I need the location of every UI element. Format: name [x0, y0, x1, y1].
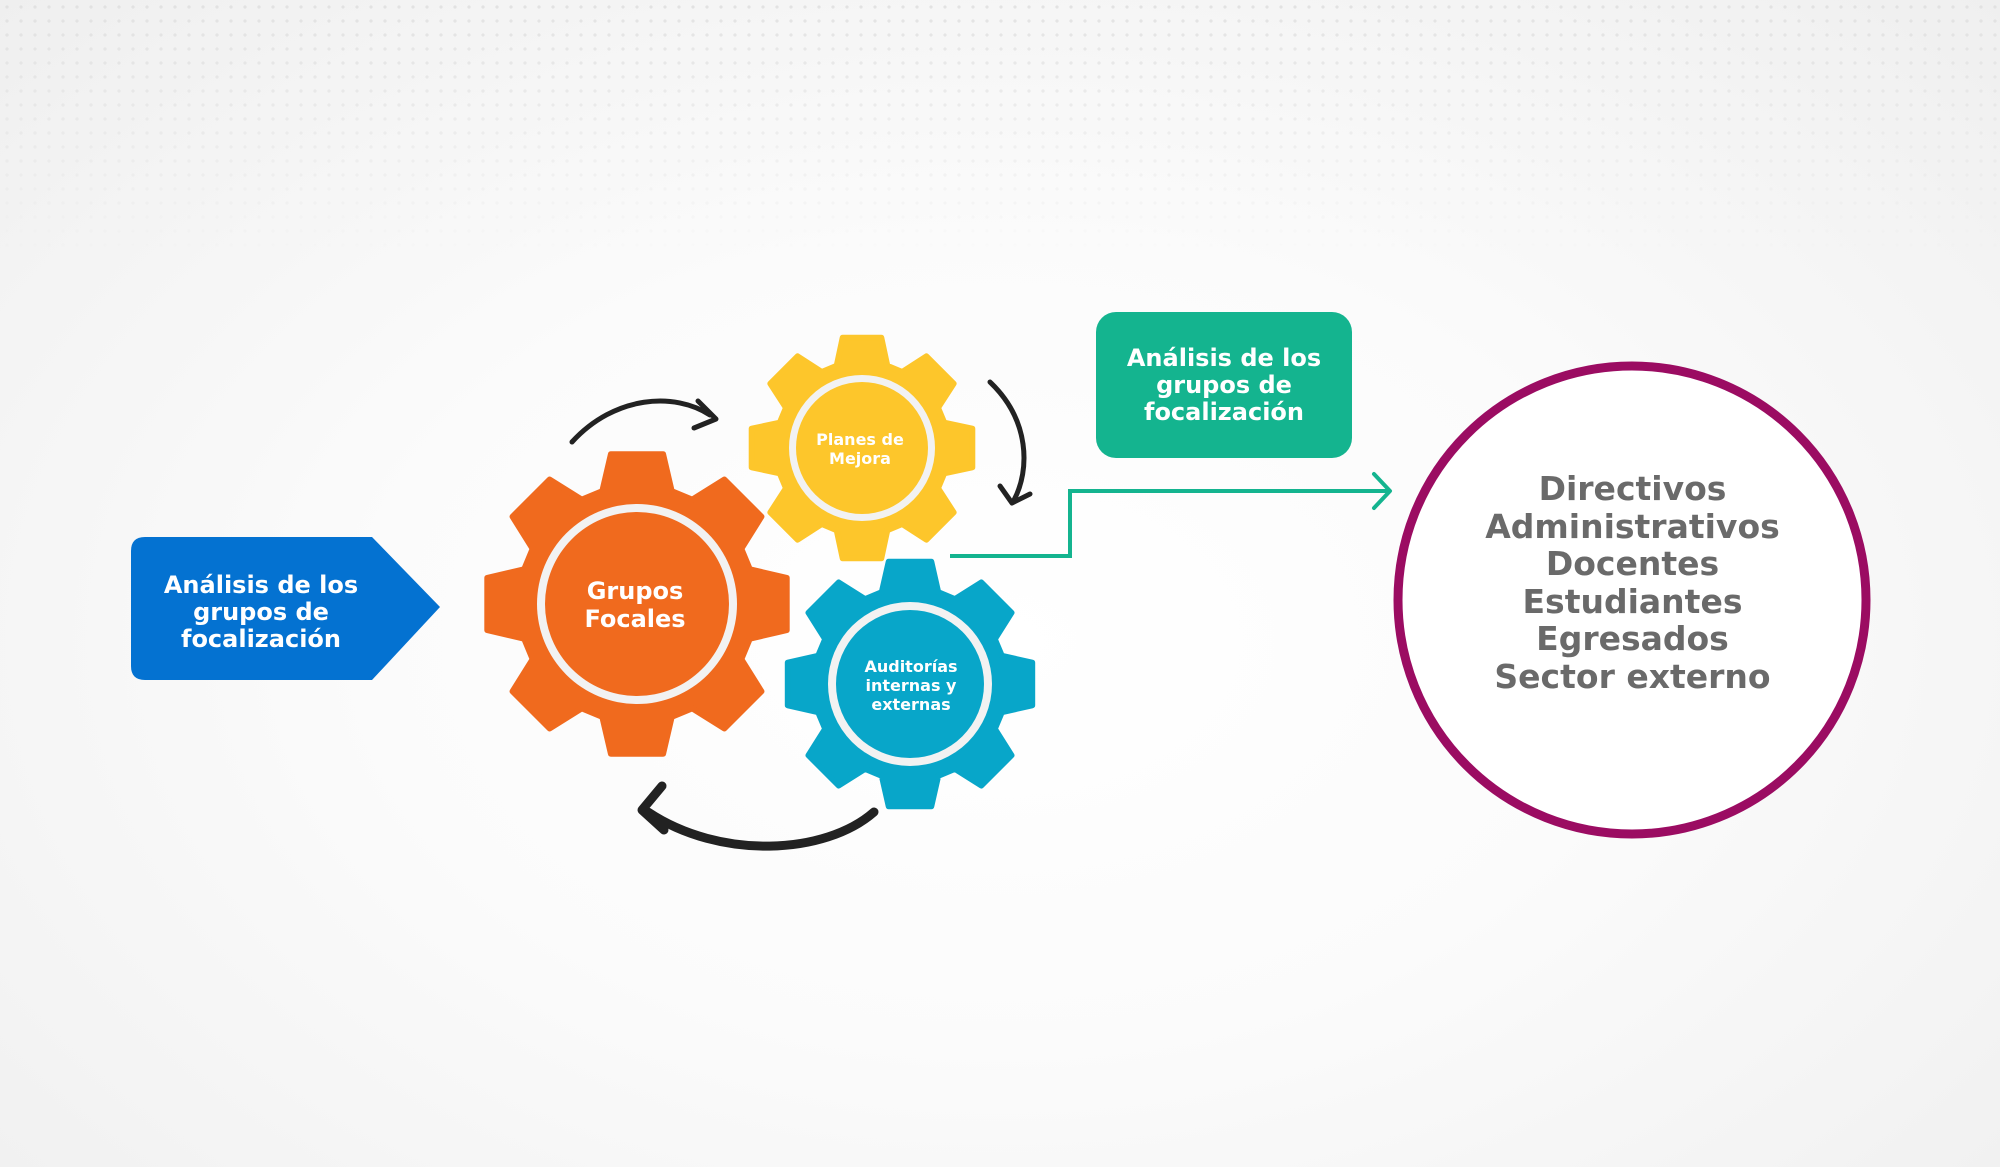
gear-main-label: Grupos Focales — [584, 577, 686, 633]
target-groups-list: Directivos Administrativos Docentes Estu… — [1400, 470, 1865, 740]
gear-top-label: Planes de Mejora — [816, 430, 904, 468]
gear-planes-de-mejora — [748, 334, 976, 562]
cycle-arrow-bottom-head — [637, 781, 669, 835]
dot-pattern-background — [0, 0, 2000, 260]
green-callout-label: Análisis de los grupos de focalización — [1126, 343, 1322, 426]
gear-center — [836, 610, 984, 758]
cycle-arrow-top-left-head — [691, 398, 719, 431]
target-group-item: Docentes — [1545, 544, 1720, 583]
target-groups-circle — [1393, 361, 1871, 839]
connector-arrowhead — [1372, 472, 1392, 510]
gear-center — [545, 512, 729, 696]
blue-callout-box — [131, 537, 440, 680]
target-group-item: Directivos — [1538, 469, 1727, 508]
target-group-item: Estudiantes — [1522, 581, 1743, 621]
gear-center — [796, 382, 928, 514]
gear-grupos-focales — [484, 451, 790, 757]
gear-bottom-label: Auditorías internas y externas — [864, 656, 958, 714]
green-callout-box — [1096, 312, 1352, 458]
cycle-arrow-top-left — [569, 398, 713, 445]
cycle-arrow-bottom — [643, 807, 879, 851]
connector-arrow — [950, 489, 1388, 558]
gear-auditorias — [784, 558, 1036, 810]
cycle-arrow-right-head — [997, 483, 1033, 506]
target-group-item: Administrativos — [1485, 506, 1780, 546]
blue-callout-label: Análisis de los grupos de focalización — [163, 570, 359, 653]
target-group-item: Egresados — [1536, 619, 1729, 658]
cycle-arrow-right — [987, 379, 1027, 503]
target-group-item: Sector externo — [1494, 656, 1771, 696]
